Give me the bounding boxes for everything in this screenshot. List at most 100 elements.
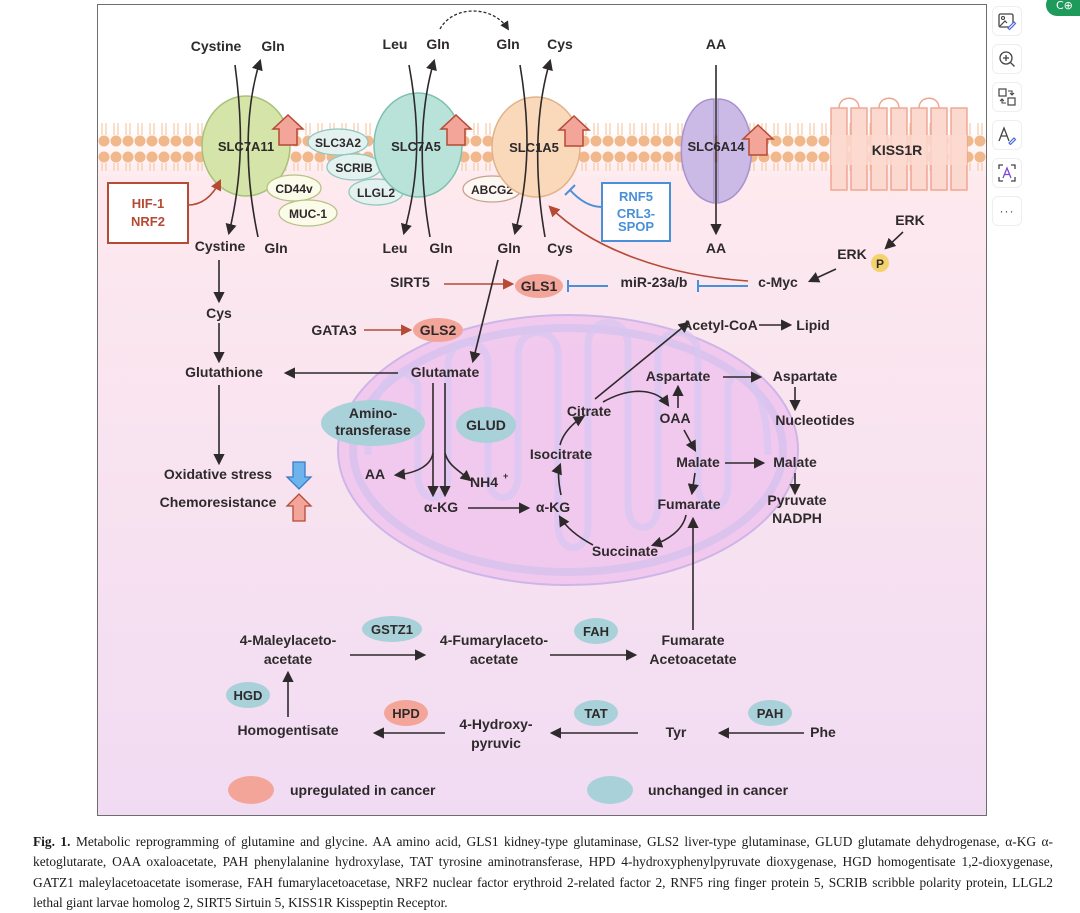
pathway-arrow — [884, 231, 904, 250]
diagram-label: HPD — [392, 706, 419, 721]
text-scan-icon — [998, 164, 1016, 182]
mitochondrion — [337, 314, 799, 586]
diagram-label: Phe — [810, 724, 836, 740]
diagram-label: Acetyl-CoA — [682, 317, 757, 333]
diagram-label: pyruvic — [471, 735, 521, 751]
mitochondria-metabolism: Glutamate Amino- transferase GLUD AA NH4… — [321, 321, 721, 559]
diagram-shape — [515, 274, 563, 298]
slc1a5-transporter: SLC1A5 Gln Cys Gln Cys — [491, 36, 591, 256]
slc6a14-transporter: SLC6A14 AA AA — [680, 36, 775, 256]
diagram-label: ABCG2 — [471, 183, 513, 197]
cytosol-right-pathways: Acetyl-CoA Lipid Aspartate Nucleotides M… — [682, 317, 855, 526]
diagram-label: HGD — [234, 688, 263, 703]
diagram-label: GLS2 — [420, 322, 457, 338]
diagram-label: unchanged in cancer — [648, 782, 789, 798]
pathway-arrow — [680, 98, 715, 204]
diagram-label: Leu — [383, 240, 408, 256]
pathway-arrow — [444, 452, 472, 482]
diagram-label: Gln — [497, 240, 520, 256]
diagram-label: NRF2 — [131, 214, 165, 229]
pathway-arrow — [567, 280, 608, 292]
image-edit-button[interactable] — [992, 6, 1022, 36]
diagram-shape — [337, 314, 799, 586]
diagram-label: AA — [706, 240, 726, 256]
swap-button[interactable] — [992, 82, 1022, 112]
legend-upregulated-swatch — [228, 776, 274, 804]
diagram-label: Cys — [206, 305, 232, 321]
diagram-label: NADPH — [772, 510, 822, 526]
zoom-in-button[interactable] — [992, 44, 1022, 74]
hpd-node — [384, 700, 428, 726]
diagram-label: PAH — [757, 706, 783, 721]
pathway-arrow — [393, 452, 434, 480]
more-icon: ··· — [999, 204, 1015, 218]
diagram-label: Cys — [547, 36, 573, 52]
sirt5-label: SIRT5 — [390, 274, 430, 290]
diagram-label: GLS1 — [521, 278, 558, 294]
diagram-label: Succinate — [592, 543, 658, 559]
diagram-label: Glutathione — [185, 364, 263, 380]
pathway-arrow — [564, 184, 603, 208]
diagram-shape — [491, 96, 581, 198]
corner-badge[interactable]: C⊕ — [1046, 0, 1080, 16]
pathway-arrow — [536, 58, 553, 238]
pathway-arrow — [683, 429, 697, 452]
down-arrow-icon — [285, 461, 313, 490]
text-recognize-button[interactable] — [992, 158, 1022, 188]
diagram-label: OAA — [659, 410, 690, 426]
upregulated-arrow-icon — [741, 123, 775, 156]
diagram-label: Nucleotides — [775, 412, 855, 428]
pathway-arrow — [602, 390, 670, 407]
text-edit-button[interactable] — [992, 120, 1022, 150]
pathway-arrow — [687, 472, 699, 496]
diagram-label: NH4 — [470, 474, 498, 490]
pathway-arrow — [247, 58, 263, 238]
diagram-label: Citrate — [567, 403, 612, 419]
legend: upregulated in cancer unchanged in cance… — [228, 776, 789, 804]
hgd-node — [226, 682, 270, 708]
diagram-label: Lipid — [796, 317, 829, 333]
diagram-shape — [201, 95, 291, 197]
pathway-arrow — [807, 268, 837, 283]
metabolic-diagram: SLC7A11 Cystine Gln Cystine Gln SLC3A2 S… — [98, 10, 986, 804]
more-button[interactable]: ··· — [992, 196, 1022, 226]
pathway-arrow — [548, 205, 749, 282]
diagram-label: Gln — [426, 36, 449, 52]
diagram-label: Leu — [383, 36, 408, 52]
diagram-label: Fumarate — [657, 496, 720, 512]
diagram-label: acetate — [470, 651, 518, 667]
diagram-label: Oxidative stress — [164, 466, 272, 482]
diagram-label: Gln — [264, 240, 287, 256]
diagram-label: ERK — [895, 212, 925, 228]
diagram-label: FAH — [583, 624, 609, 639]
diagram-label: Isocitrate — [530, 446, 592, 462]
diagram-label: GSTZ1 — [371, 622, 413, 637]
pathway-arrow — [421, 58, 437, 238]
diagram-label: Malate — [773, 454, 817, 470]
side-toolbar: ··· — [990, 6, 1024, 234]
diagram-label: Aspartate — [646, 368, 711, 384]
pathway-arrow — [439, 10, 509, 31]
diagram-label: AA — [706, 36, 726, 52]
figure-panel: SLC7A11 Cystine Gln Cystine Gln SLC3A2 S… — [97, 4, 987, 816]
diagram-label: SLC1A5 — [509, 140, 559, 155]
pathway-arrow — [400, 64, 418, 236]
diagram-label: transferase — [335, 422, 411, 438]
diagram-label: α-KG — [424, 499, 458, 515]
diagram-label: 4-Maleylaceto- — [240, 632, 337, 648]
slc3a2-oval: SLC3A2 — [307, 128, 369, 156]
text-edit-icon — [998, 126, 1017, 145]
diagram-label: 4-Fumarylaceto- — [440, 632, 548, 648]
pathway-arrow — [838, 97, 940, 109]
diagram-label: Glutamate — [411, 364, 480, 380]
diagram-label: Gln — [429, 240, 452, 256]
pathway-arrow — [225, 64, 242, 236]
diagram-shape — [307, 128, 369, 156]
diagram-label: ERK — [837, 246, 867, 262]
glutathione-pathway: Cys Glutathione Oxidative stress Chemore… — [160, 260, 398, 522]
gls2-node: GLS2 — [413, 318, 463, 342]
legend-unchanged-swatch — [587, 776, 633, 804]
pathway-arrow — [469, 259, 499, 364]
pathway-arrow — [650, 514, 687, 548]
diagram-label: acetate — [264, 651, 312, 667]
